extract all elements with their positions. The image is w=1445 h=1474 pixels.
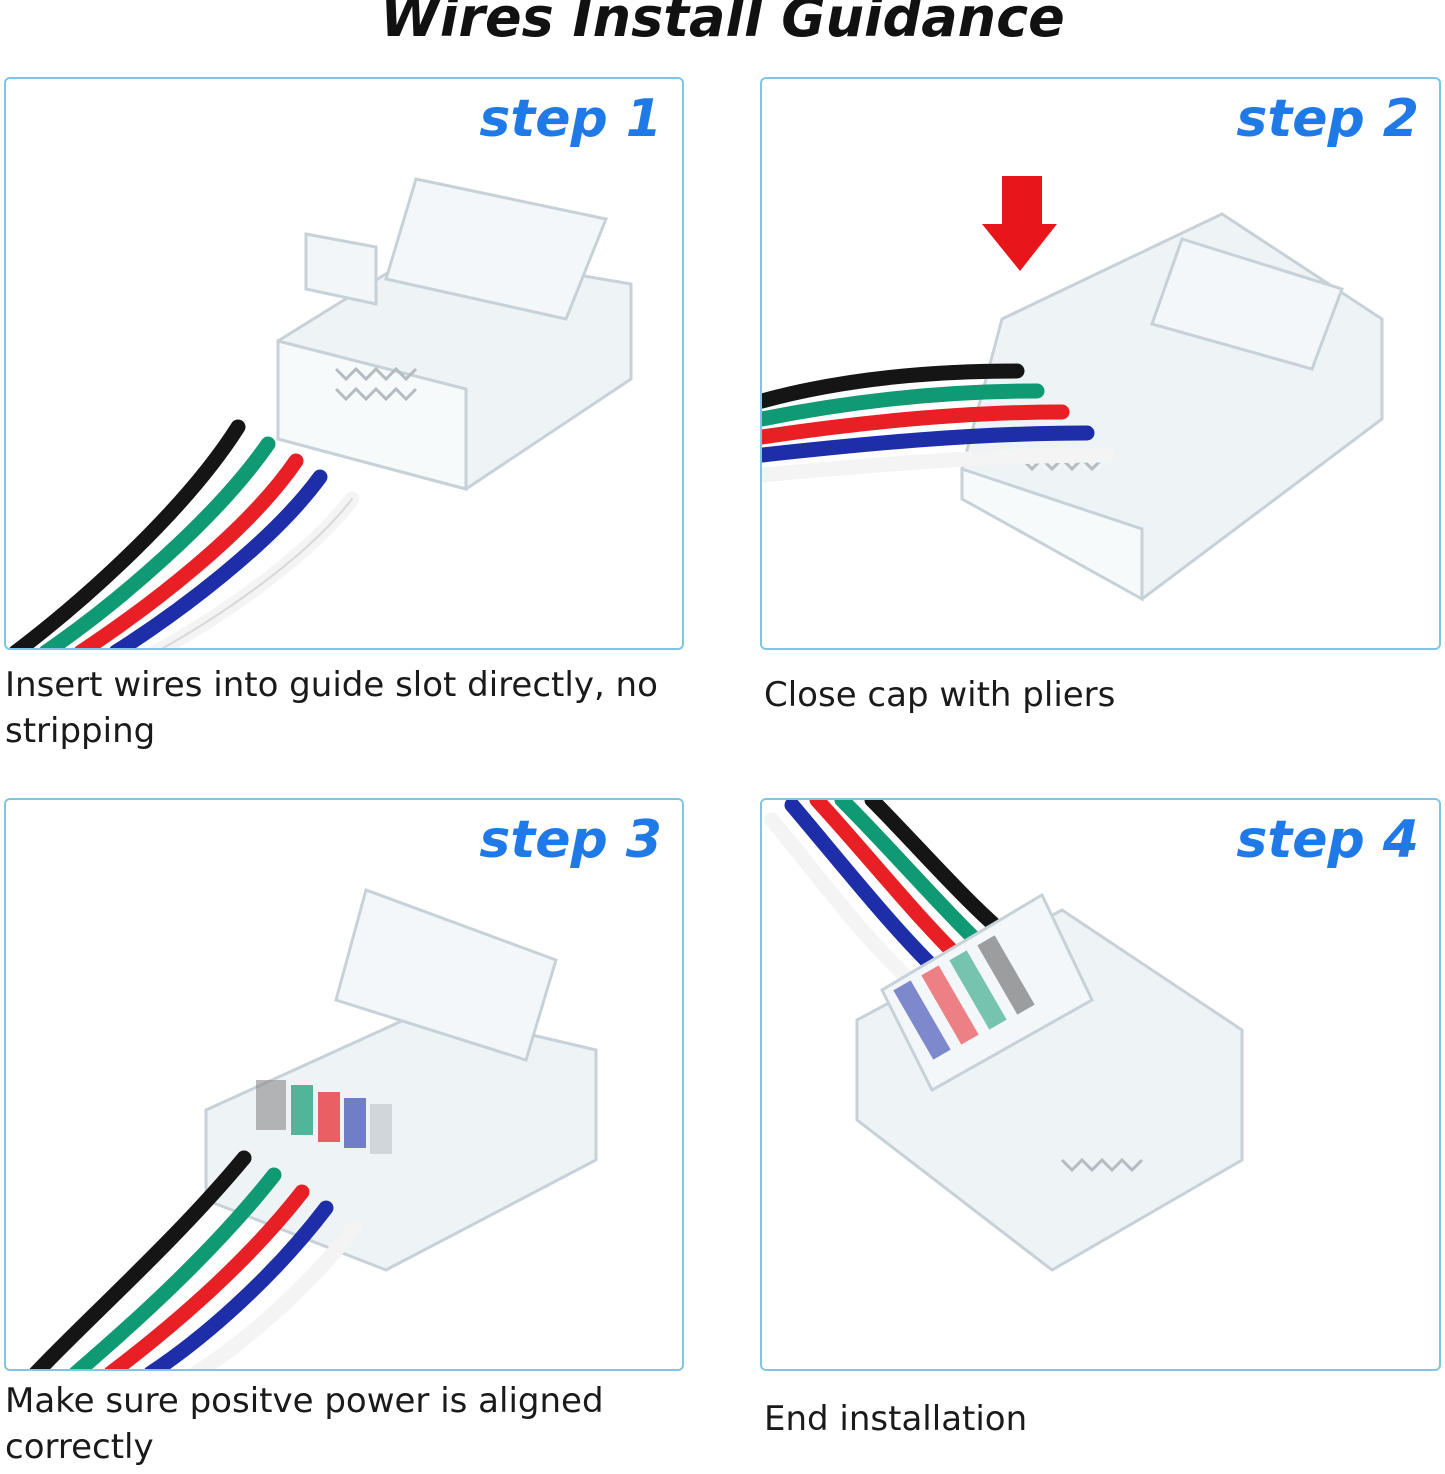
- page-title: Wires Install Guidance: [380, 0, 1065, 49]
- step-2-label: step 2: [1236, 89, 1419, 149]
- step-4-panel: step 4: [760, 798, 1441, 1371]
- step-4-caption: End installation: [764, 1399, 1028, 1439]
- step-1-illustration: [9, 177, 633, 648]
- connector-icon: [276, 177, 633, 491]
- connector-icon: [204, 888, 598, 1272]
- wire-bundle-icon: [762, 363, 1115, 483]
- connector-icon: [960, 212, 1384, 602]
- step-2-illustration: [762, 176, 1384, 602]
- step-2-caption: Close cap with pliers: [764, 675, 1116, 715]
- step-3-panel: step 3: [4, 798, 684, 1371]
- wire-bundle-icon: [9, 419, 360, 648]
- step-2-panel: step 2: [760, 77, 1441, 650]
- step-3-illustration: [29, 888, 598, 1369]
- down-arrow-icon: [982, 176, 1057, 271]
- step-1-panel: step 1: [4, 77, 684, 650]
- step-4-label: step 4: [1236, 810, 1419, 870]
- step-3-caption: Make sure positve power is aligned corre…: [5, 1381, 604, 1467]
- connector-icon: [855, 892, 1244, 1272]
- step-3-label: step 3: [479, 810, 662, 870]
- step-4-illustration: [764, 800, 1244, 1272]
- wire-bundle-icon: [29, 1150, 362, 1369]
- step-1-caption: Insert wires into guide slot directly, n…: [5, 665, 658, 751]
- step-1-label: step 1: [479, 89, 662, 149]
